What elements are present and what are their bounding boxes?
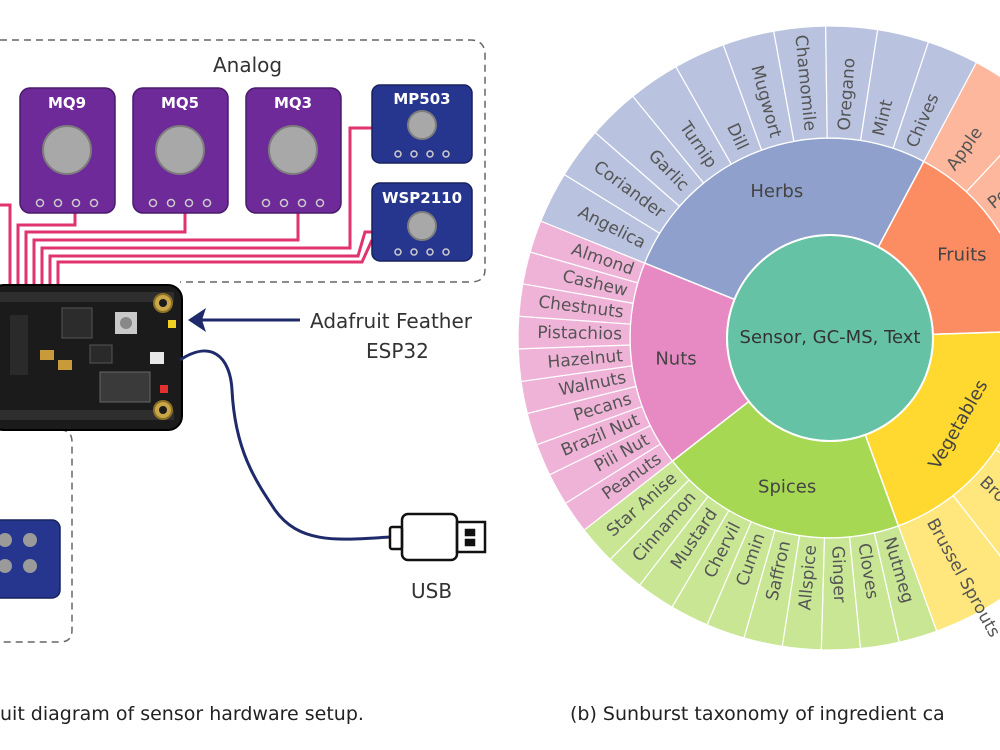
circuit-diagram: Analog MQ9 MQ5 — [0, 39, 487, 725]
category-label-fruits: Fruits — [937, 245, 986, 266]
sensor-wsp2110: WSP2110 — [371, 182, 473, 262]
sensor-mq9: MQ9 — [19, 87, 116, 214]
item-wedge-nuts-9 — [529, 220, 646, 284]
sensor-mp503: MP503 — [371, 84, 473, 164]
category-label-spices: Spices — [758, 476, 816, 497]
analog-group-box — [0, 39, 486, 283]
item-label: Ginger — [827, 546, 849, 604]
sensor-wsp2110-label: WSP2110 — [382, 189, 462, 207]
category-label-herbs: Herbs — [750, 181, 803, 202]
usb-plug-icon — [388, 512, 487, 562]
analog-label: Analog — [213, 53, 282, 77]
item-wedge-fruits-0 — [923, 61, 1000, 193]
center-circle — [726, 234, 934, 442]
center-label: Sensor, GC-MS, Text — [740, 327, 921, 348]
usb-label: USB — [411, 579, 452, 603]
board-pointer-arrow — [188, 308, 300, 332]
sensor-wires — [0, 126, 374, 290]
item-label: Pistachios — [537, 323, 622, 344]
sensor-mp503-label: MP503 — [393, 90, 450, 108]
sensor-mq9-label: MQ9 — [48, 94, 86, 112]
sensor-mq3-label: MQ3 — [274, 94, 312, 112]
sensor-mq5-label: MQ5 — [161, 94, 199, 112]
item-wedge-fruits-1 — [965, 154, 1000, 233]
sunburst-caption: (b) Sunburst taxonomy of ingredient ca — [570, 703, 945, 725]
sensor-mq5: MQ5 — [132, 87, 229, 214]
feather-board — [0, 284, 183, 431]
board-label-line2: ESP32 — [366, 339, 429, 363]
sensor-array-chip — [0, 519, 61, 599]
circuit-caption: uit diagram of sensor hardware setup. — [0, 703, 364, 725]
category-label-nuts: Nuts — [655, 349, 696, 370]
sensor-mq3: MQ3 — [245, 87, 342, 214]
board-label-line1: Adafruit Feather — [310, 309, 473, 333]
usb-cable — [179, 349, 391, 541]
